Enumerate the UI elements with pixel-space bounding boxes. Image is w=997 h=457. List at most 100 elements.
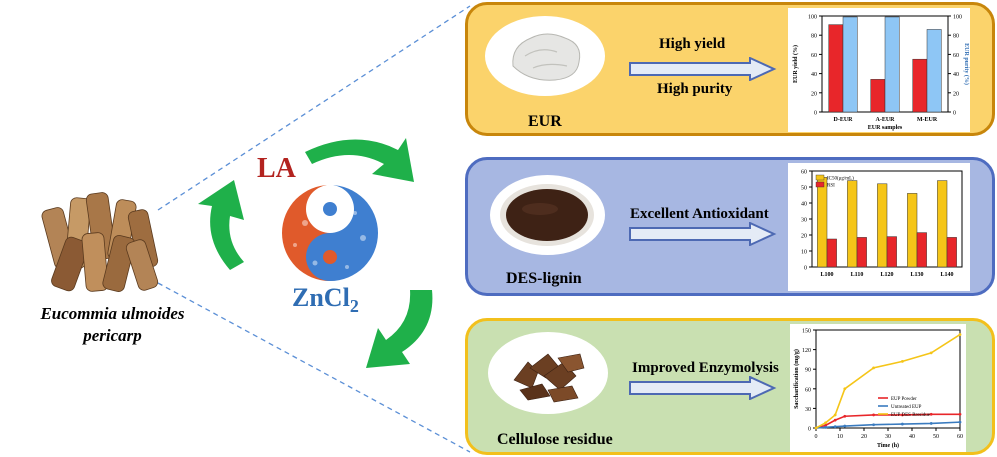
sacch-x-tick-label: 0 [815, 434, 818, 440]
lignin-tick-label: 10 [801, 250, 807, 256]
sacch-legend-label: EUP Powder [891, 397, 917, 402]
eur-arrow-text-2: High purity [657, 81, 733, 97]
sacch-series-line [815, 333, 961, 429]
eur-x-axis-label: EUR samples [868, 125, 903, 131]
lignin-category-label: L100 [820, 272, 833, 278]
eur-category-label: M-EUR [917, 117, 938, 123]
pericarp-image [41, 192, 159, 292]
eur-bar [842, 16, 858, 113]
des-solvent-graphic [282, 185, 378, 281]
lignin-legend-label: IC50(μg/mL) [827, 177, 854, 182]
eur-left-tick-label: 40 [811, 72, 817, 78]
sacch-x-tick-label: 60 [957, 434, 963, 440]
eur-image [512, 33, 581, 81]
sacch-y-tick-label: 30 [805, 407, 811, 413]
eur-bar [870, 79, 886, 113]
sacch-point [843, 424, 847, 428]
cellulose-image-frame [488, 332, 608, 414]
lignin-tick-label: 40 [801, 202, 807, 208]
sacch-x-tick-label: 30 [885, 434, 891, 440]
lignin-bar [946, 237, 957, 268]
zncl-subscript: 2 [349, 296, 359, 317]
lignin-bar [856, 237, 867, 268]
solvent-la-label: LA [257, 153, 296, 184]
eur-left-tick-label: 100 [808, 15, 817, 21]
lignin-image [500, 184, 594, 246]
species-line-1: Eucommia ulmoides [40, 304, 185, 323]
lignin-legend-swatch [815, 181, 825, 188]
sacch-point [824, 425, 827, 429]
eur-right-tick-label: 0 [953, 111, 956, 117]
sacch-point [929, 351, 933, 355]
sacch-x-tick-label: 10 [837, 434, 843, 440]
cellulose-caption: Cellulose residue [497, 431, 613, 448]
cellulose-arrow [629, 376, 777, 400]
sacch-point [958, 412, 962, 416]
sacch-point [872, 413, 875, 417]
sacch-y-tick-label: 60 [805, 387, 811, 393]
eur-arrow-text-1: High yield [659, 36, 726, 52]
sacch-point [901, 413, 904, 417]
lignin-category-label: L120 [880, 272, 893, 278]
species-line-2: pericarp [83, 326, 142, 345]
lignin-bar [907, 193, 918, 268]
lignin-bar [886, 236, 897, 268]
lignin-tick-label: 50 [801, 186, 807, 192]
sacch-y-axis-label: Saccharification (mg/g) [793, 349, 800, 409]
lignin-image-frame [490, 175, 605, 255]
lignin-bar [847, 180, 858, 268]
sacch-x-tick-label: 40 [909, 434, 915, 440]
sacch-point [833, 418, 837, 422]
lignin-tick-label: 30 [801, 218, 807, 224]
eur-right-tick-label: 100 [953, 15, 962, 21]
eur-category-label: D-EUR [834, 117, 854, 123]
eur-caption: EUR [528, 113, 562, 130]
sacch-point [824, 421, 827, 425]
eur-category-label: A-EUR [876, 117, 896, 123]
lignin-arrow-text: Excellent Antioxidant [630, 206, 769, 222]
sacch-y-tick-label: 150 [802, 329, 811, 335]
cellulose-image [513, 353, 585, 403]
sacch-series-line [815, 421, 961, 429]
green-arrow-left [198, 180, 244, 270]
cycle-arrows [198, 138, 433, 368]
sacch-point [814, 426, 818, 430]
eur-bar [828, 24, 844, 113]
eur-right-tick-label: 20 [953, 91, 959, 97]
sacch-series-line [815, 413, 960, 429]
sacch-point [958, 333, 962, 336]
eur-bar [884, 16, 900, 113]
sacch-legend-label: EUP DES Rresidue [891, 413, 931, 418]
lignin-bar [937, 180, 948, 268]
eur-left-tick-label: 20 [811, 91, 817, 97]
green-arrow-top [305, 138, 414, 182]
sacch-x-tick-label: 50 [933, 434, 939, 440]
lignin-tick-label: 20 [801, 234, 807, 240]
sacch-point [872, 423, 875, 427]
eur-right-tick-label: 40 [953, 72, 959, 78]
lignin-arrow [629, 222, 777, 246]
eur-left-tick-label: 0 [814, 111, 817, 117]
solvent-zncl2-label: ZnCl2 [292, 283, 359, 317]
lignin-tick-label: 0 [804, 266, 807, 272]
lignin-bar [916, 232, 927, 268]
sacch-x-tick-label: 20 [861, 434, 867, 440]
species-name: Eucommia ulmoides pericarp [10, 303, 215, 347]
sacch-point [843, 414, 847, 418]
sacch-point [833, 425, 837, 429]
eur-arrow [629, 57, 777, 81]
sacch-y-tick-label: 90 [805, 368, 811, 374]
sacch-point [901, 359, 904, 363]
eur-right-tick-label: 60 [953, 53, 959, 59]
sacch-y-tick-label: 120 [802, 348, 811, 354]
sacch-x-axis-label: Time (h) [877, 442, 899, 449]
lignin-category-label: L110 [851, 272, 864, 278]
lignin-category-label: L130 [910, 272, 923, 278]
sacch-point [958, 420, 962, 424]
eur-left-tick-label: 60 [811, 53, 817, 59]
eur-y2-axis-label: EUR purity (%) [963, 43, 970, 85]
